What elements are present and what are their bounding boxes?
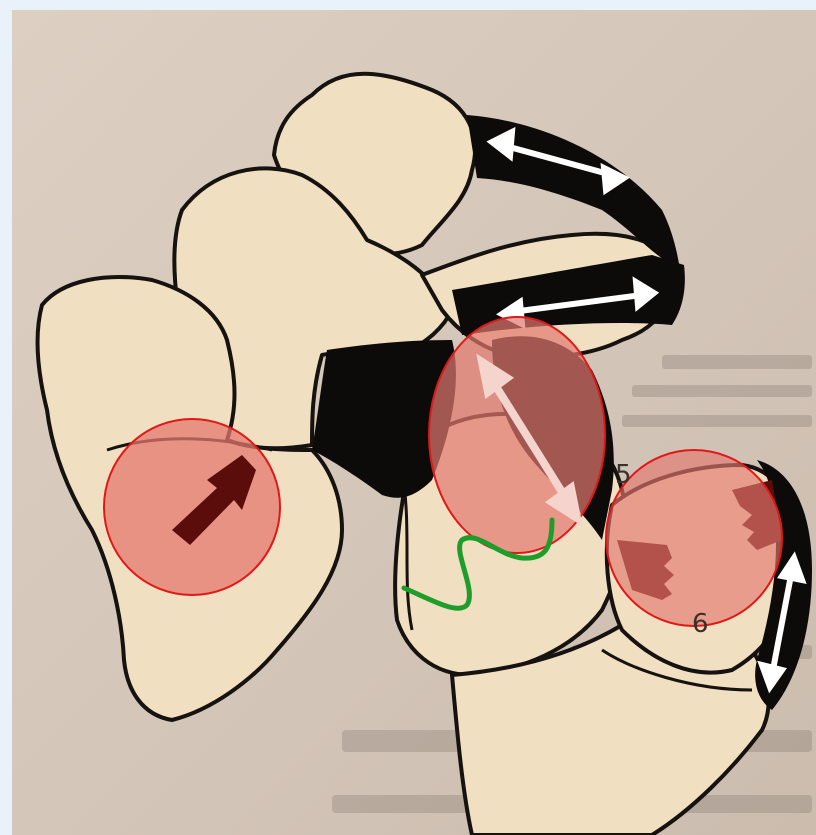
label-six: 6 [692, 609, 709, 639]
label-five: 5 [615, 460, 632, 490]
highlight-circle-left [104, 419, 280, 595]
wrist-diagram: 5 6 [12, 10, 816, 835]
photo-frame: 5 6 [12, 10, 816, 835]
highlight-circle-right [606, 450, 782, 626]
